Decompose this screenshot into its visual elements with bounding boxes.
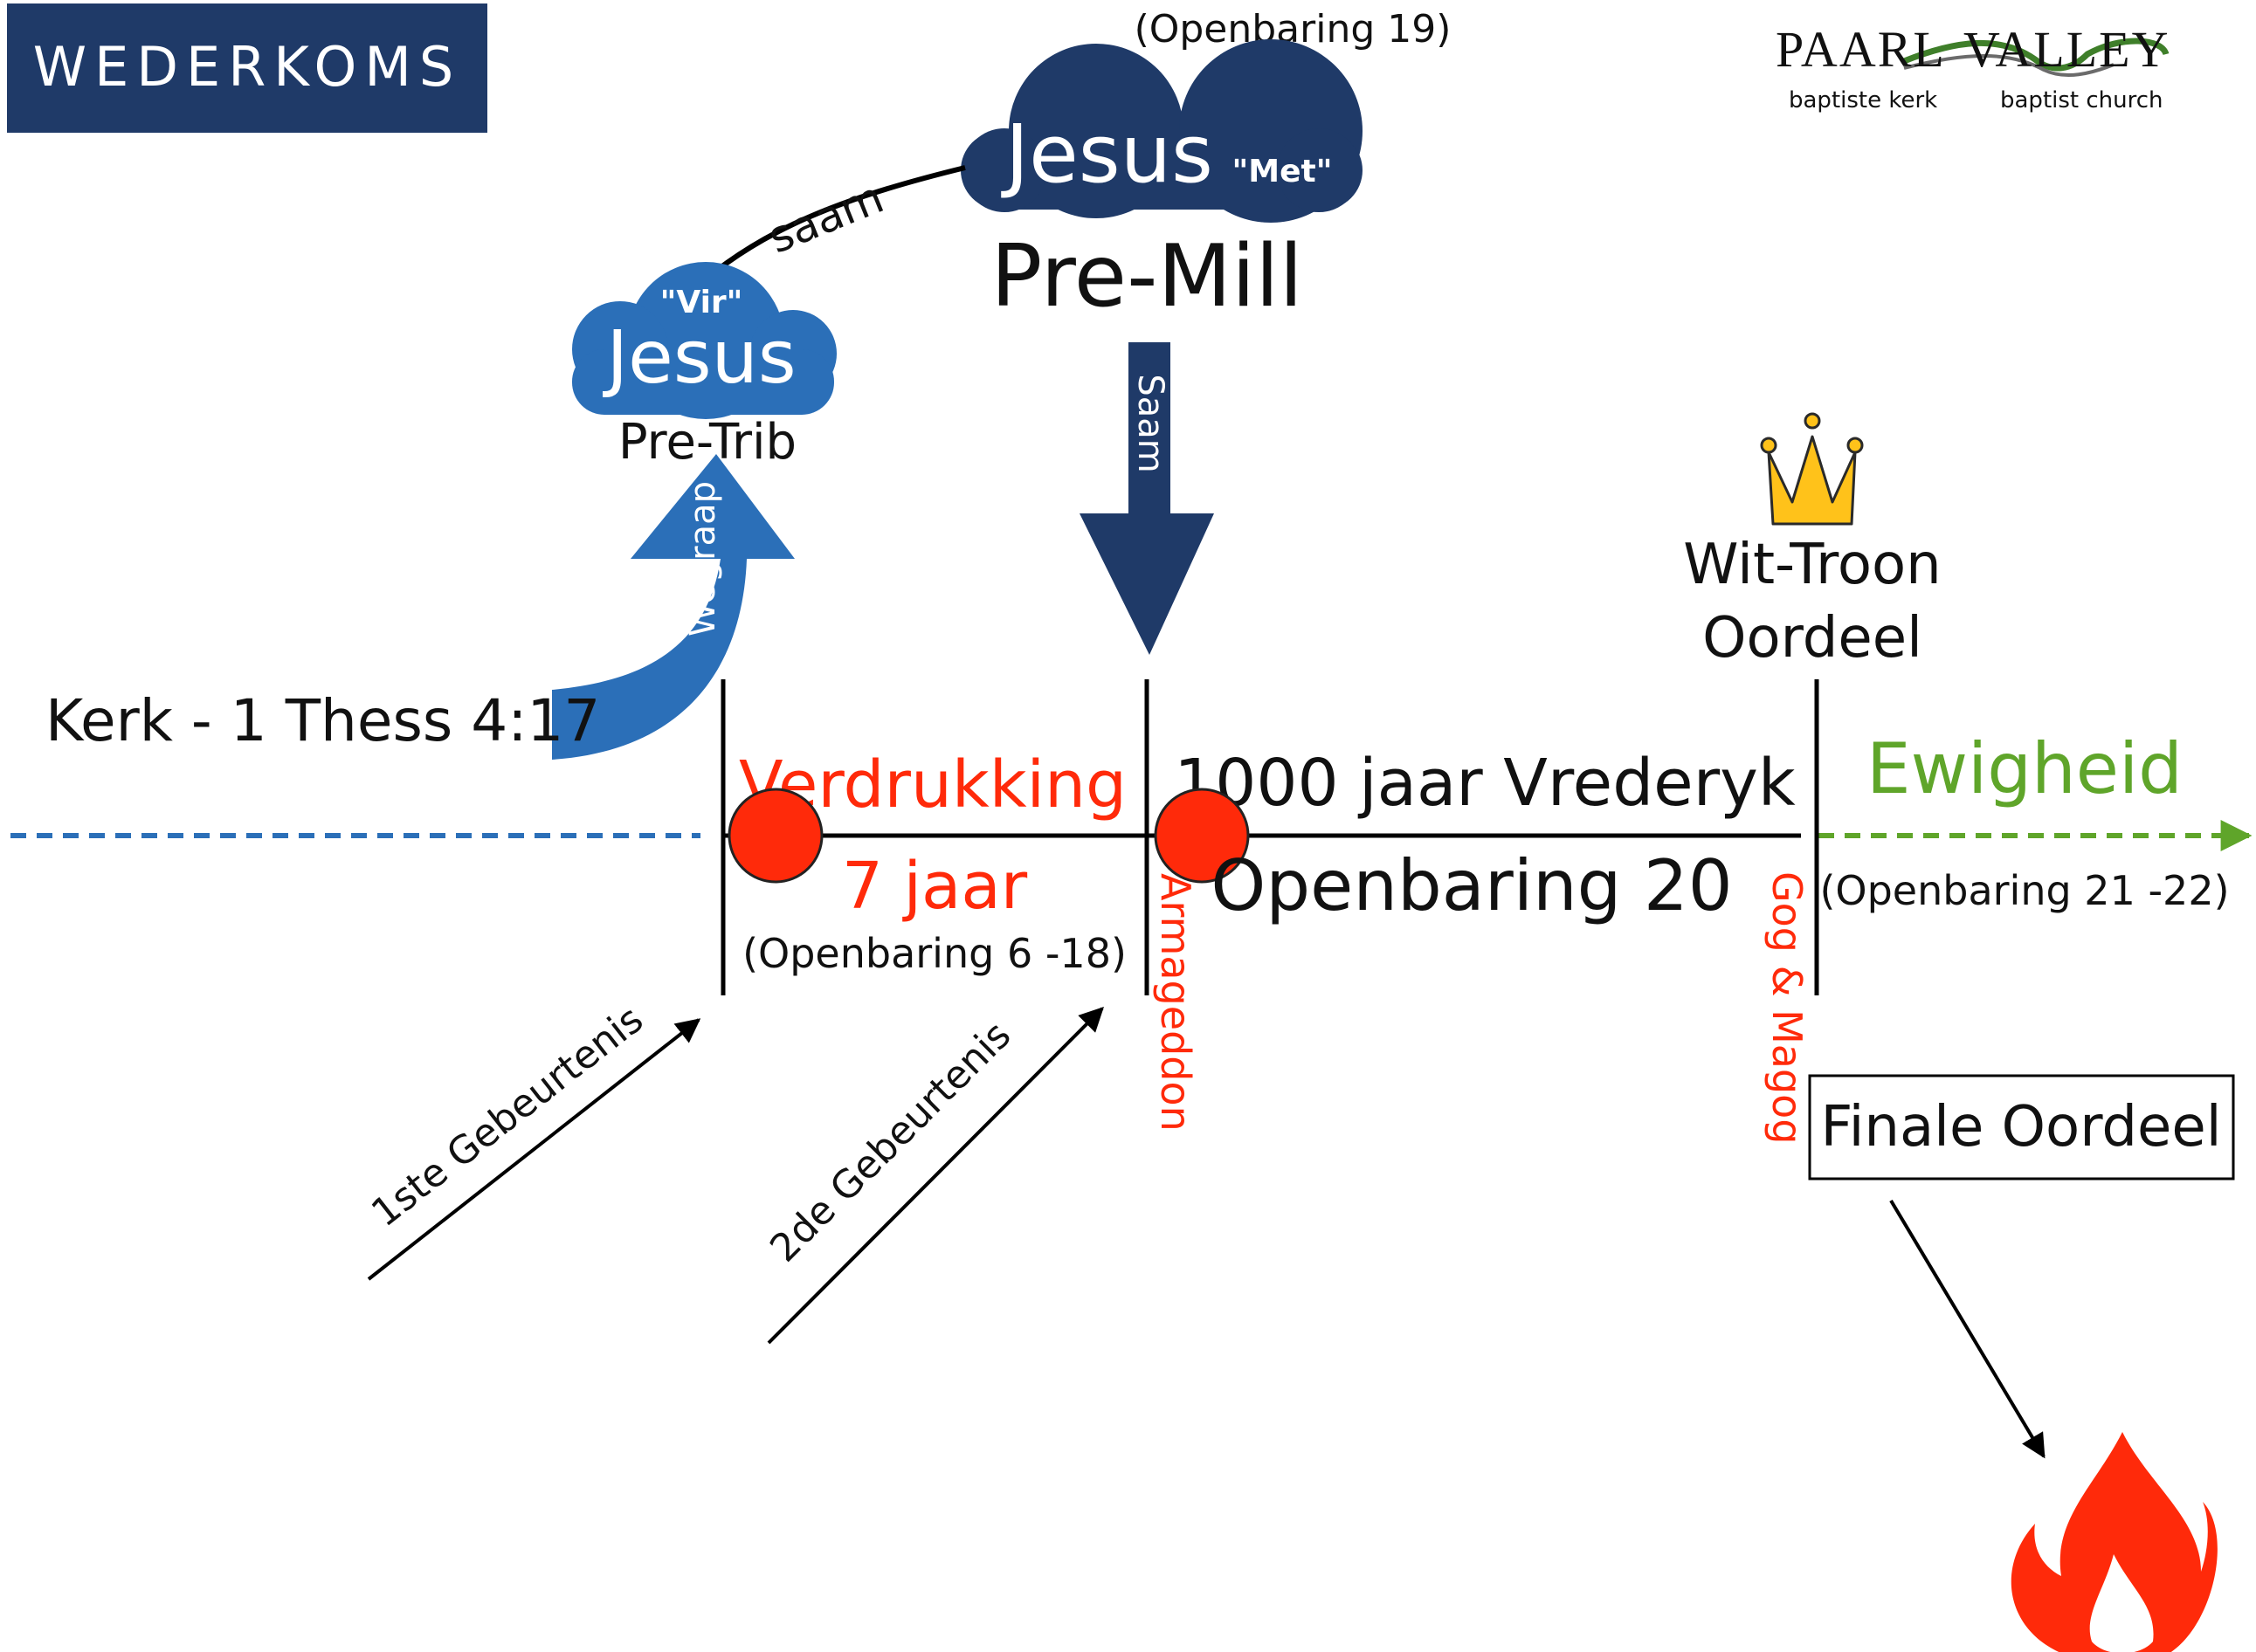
tribulation-reference: (Openbaring 6 -18) [742,930,1127,977]
logo-hills [1902,38,2170,72]
crown-icon [1760,412,1864,526]
final-judgment-box [1808,1074,2235,1180]
church-logo: PAARL VALLEY baptiste kerk baptist churc… [1776,21,2170,114]
first-event-label: 1ste Gebeurtenis [363,997,652,1236]
eternity-title: Ewigheid [1866,728,2183,809]
second-event-label: 2de Gebeurtenis [762,1013,1019,1270]
rapture-arrow-label: Wegraap [683,481,723,637]
tribulation-duration: 7 jaar [842,849,1028,924]
armageddon-label: Armageddon [1152,873,1199,1132]
pretrib-cloud-word: Jesus [602,314,796,400]
logo-sub-left: baptiste kerk [1789,87,1937,114]
millennium-start-dot [1154,788,1250,884]
first-event-arrow [367,1018,701,1281]
fire-icon [2011,1432,2218,1652]
church-label: Kerk - 1 Thess 4:17 [45,687,600,754]
white-throne-line2: Oordeel [1702,606,1922,671]
pretrib-cloud-tag: "Vir" [660,285,743,320]
judgment-to-fire-arrow [1889,1199,2046,1459]
tribulation-start-dot [728,788,824,884]
millennium-title: 1000 jaar Vrederyk [1174,746,1796,821]
white-throne-line1: Wit-Troon [1683,533,1941,597]
final-judgment-label: Finale Oordeel [1820,1095,2221,1160]
premill-cloud-tag: "Met" [1232,154,1333,189]
pretrib-title: Pre-Trib [618,414,797,471]
gog-magog-label: Gog & Magog [1763,871,1811,1145]
premill-cloud-word: Jesus [1001,107,1213,201]
second-coming-arrow [1080,342,1214,655]
header-badge [7,3,487,133]
logo-name-right: VALLEY [1963,21,2170,78]
premill-title: Pre-Mill [990,227,1302,327]
logo-sub-right: baptist church [2000,87,2163,114]
millennium-reference: Openbaring 20 [1211,845,1732,926]
second-coming-arrow-label: Saam [1130,374,1170,472]
header-title: WEDERKOMS [33,35,461,99]
logo-name-left: PAARL [1776,21,1946,78]
rapture-arrow [552,454,795,760]
cloud-link-label: saam [762,172,891,264]
pretrib-cloud: "Vir" Jesus [572,262,837,419]
premill-cloud: Jesus "Met" [961,39,1363,223]
second-event-arrow [767,1007,1104,1345]
eternity-reference: (Openbaring 21 -22) [1819,867,2229,914]
